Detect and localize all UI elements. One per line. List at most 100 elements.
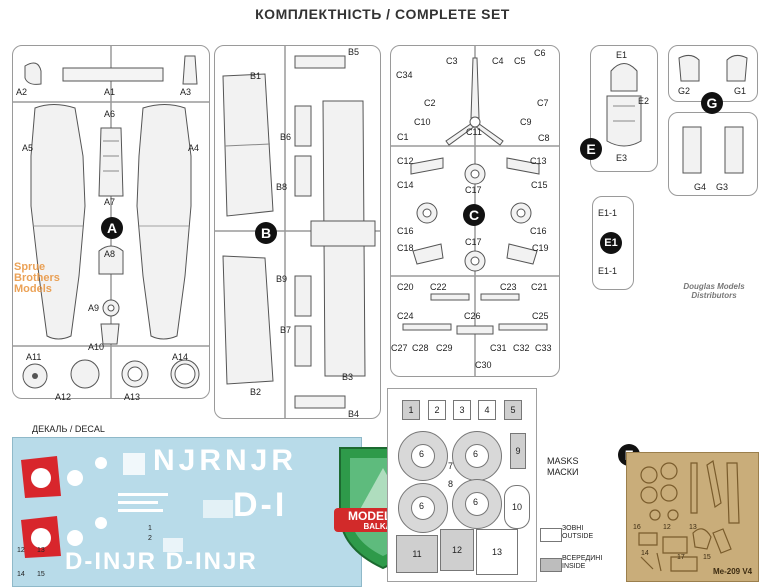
- label-b5: B5: [348, 47, 360, 57]
- decal-insignia: [21, 453, 233, 558]
- pe-num-13: 13: [689, 524, 697, 531]
- decal-num-2: 2: [148, 535, 152, 542]
- mask-10: 10: [504, 485, 530, 529]
- label-c24: C24: [397, 311, 414, 321]
- label-c1: C1: [397, 132, 409, 142]
- label-b2: B2: [250, 387, 262, 397]
- decal-sheet: NJRNJR D-I D-INJR D-INJR 12 13 14 15 1 2: [12, 437, 362, 587]
- label-c10: C10: [414, 117, 431, 127]
- label-e1-1-top: E1-1: [598, 208, 618, 218]
- label-c34: C34: [396, 70, 413, 80]
- masks-heading-en: MASKS: [547, 456, 579, 466]
- mask-8-num: 8: [448, 479, 454, 489]
- label-c14: C14: [397, 180, 414, 190]
- label-c22: C22: [430, 282, 447, 292]
- watermark-sprue-brothers: Sprue Brothers Models: [14, 261, 60, 295]
- label-g3: G3: [716, 182, 729, 192]
- sprue-e1-letter: E1: [600, 232, 622, 254]
- sprue-e-letter: E: [580, 138, 602, 160]
- label-c27: C27: [391, 343, 408, 353]
- label-c15: C15: [531, 180, 548, 190]
- label-a13: A13: [124, 392, 141, 402]
- label-c20: C20: [397, 282, 414, 292]
- legend-outside-label: ЗОВНІ OUTSIDE: [562, 525, 594, 540]
- mask-6a-num: 6: [419, 449, 425, 459]
- label-c17-top: C17: [465, 185, 482, 195]
- label-b8: B8: [276, 182, 288, 192]
- label-b9: B9: [276, 274, 288, 284]
- watermark-distributor: Douglas Models Distributors: [683, 282, 745, 300]
- mask-6d: [452, 479, 502, 529]
- sprue-e: [590, 45, 658, 172]
- label-e3: E3: [616, 153, 628, 163]
- legend-inside-label: ВСЕРЕДИНІ INSIDE: [562, 555, 603, 570]
- label-c2: C2: [424, 98, 436, 108]
- sprue-b-parts: [215, 46, 380, 418]
- label-a2: A2: [16, 87, 28, 97]
- pe-num-16: 16: [633, 524, 641, 531]
- sprue-a-letter: A: [101, 217, 123, 239]
- label-g1: G1: [734, 86, 747, 96]
- mask-6a: [398, 431, 448, 481]
- masks-heading-ua: МАСКИ: [547, 467, 579, 477]
- label-c23: C23: [500, 282, 517, 292]
- label-c12: C12: [397, 156, 414, 166]
- modelsvit-logo-subtext: BALKANS: [363, 522, 403, 531]
- label-b3: B3: [342, 372, 354, 382]
- label-c18: C18: [397, 243, 414, 253]
- decal-num-14: 14: [17, 571, 25, 578]
- label-c29: C29: [436, 343, 453, 353]
- label-c7: C7: [537, 98, 549, 108]
- label-c31: C31: [490, 343, 507, 353]
- mask-12: 12: [440, 529, 474, 571]
- label-c17-bottom: C17: [465, 237, 482, 247]
- label-e2: E2: [638, 96, 650, 106]
- pe-num-17: 17: [677, 554, 685, 561]
- mask-sheet: 1 2 3 4 5 6 6 6 6 7 8 9 10 11 12 13: [387, 388, 537, 582]
- pe-num-15: 15: [703, 554, 711, 561]
- mask-1: 1: [402, 400, 420, 420]
- mask-4: 4: [478, 400, 496, 420]
- mask-5: 5: [504, 400, 522, 420]
- label-c8: C8: [538, 133, 550, 143]
- sprue-b: [214, 45, 381, 419]
- mask-6c: [398, 483, 448, 533]
- sprue-g-bottom-parts: [682, 126, 744, 174]
- label-c30: C30: [475, 360, 492, 370]
- label-b4: B4: [348, 409, 360, 419]
- decal-registration-middle: D-I: [233, 486, 288, 524]
- label-a14: A14: [172, 352, 189, 362]
- pe-fret-parts: [638, 459, 740, 572]
- sprue-a-parts: [13, 46, 209, 398]
- decal-registration-top: NJRNJR: [153, 444, 298, 477]
- sprue-c: [390, 45, 560, 377]
- label-a9: A9: [88, 303, 100, 313]
- mask-6d-num: 6: [473, 497, 479, 507]
- label-a5: A5: [22, 143, 34, 153]
- pe-num-12: 12: [663, 524, 671, 531]
- label-c21: C21: [531, 282, 548, 292]
- sprue-g-bottom: [668, 112, 758, 196]
- label-c5: C5: [514, 56, 526, 66]
- mask-9: 9: [510, 433, 526, 469]
- decal-num-12: 12: [17, 547, 25, 554]
- label-c16-right: C16: [530, 226, 547, 236]
- label-c32: C32: [513, 343, 530, 353]
- decal-num-13: 13: [37, 547, 45, 554]
- mask-13: 13: [476, 529, 518, 575]
- label-e1-1-bottom: E1-1: [598, 266, 618, 276]
- label-c13: C13: [530, 156, 547, 166]
- label-c11: C11: [466, 127, 482, 137]
- decal-registration-bottom: D-INJR D-INJR: [65, 548, 258, 575]
- decal-num-15: 15: [37, 571, 45, 578]
- label-b7: B7: [280, 325, 292, 335]
- label-c19: C19: [532, 243, 549, 253]
- sprue-b-letter: B: [255, 222, 277, 244]
- label-c28: C28: [412, 343, 429, 353]
- mask-11: 11: [396, 535, 438, 573]
- mask-6c-num: 6: [419, 501, 425, 511]
- page-title: КОМПЛЕКТНІСТЬ / COMPLETE SET: [255, 6, 510, 22]
- pe-label: Me-209 V4: [713, 567, 753, 576]
- label-a6: A6: [104, 109, 116, 119]
- sprue-c-letter: C: [463, 204, 485, 226]
